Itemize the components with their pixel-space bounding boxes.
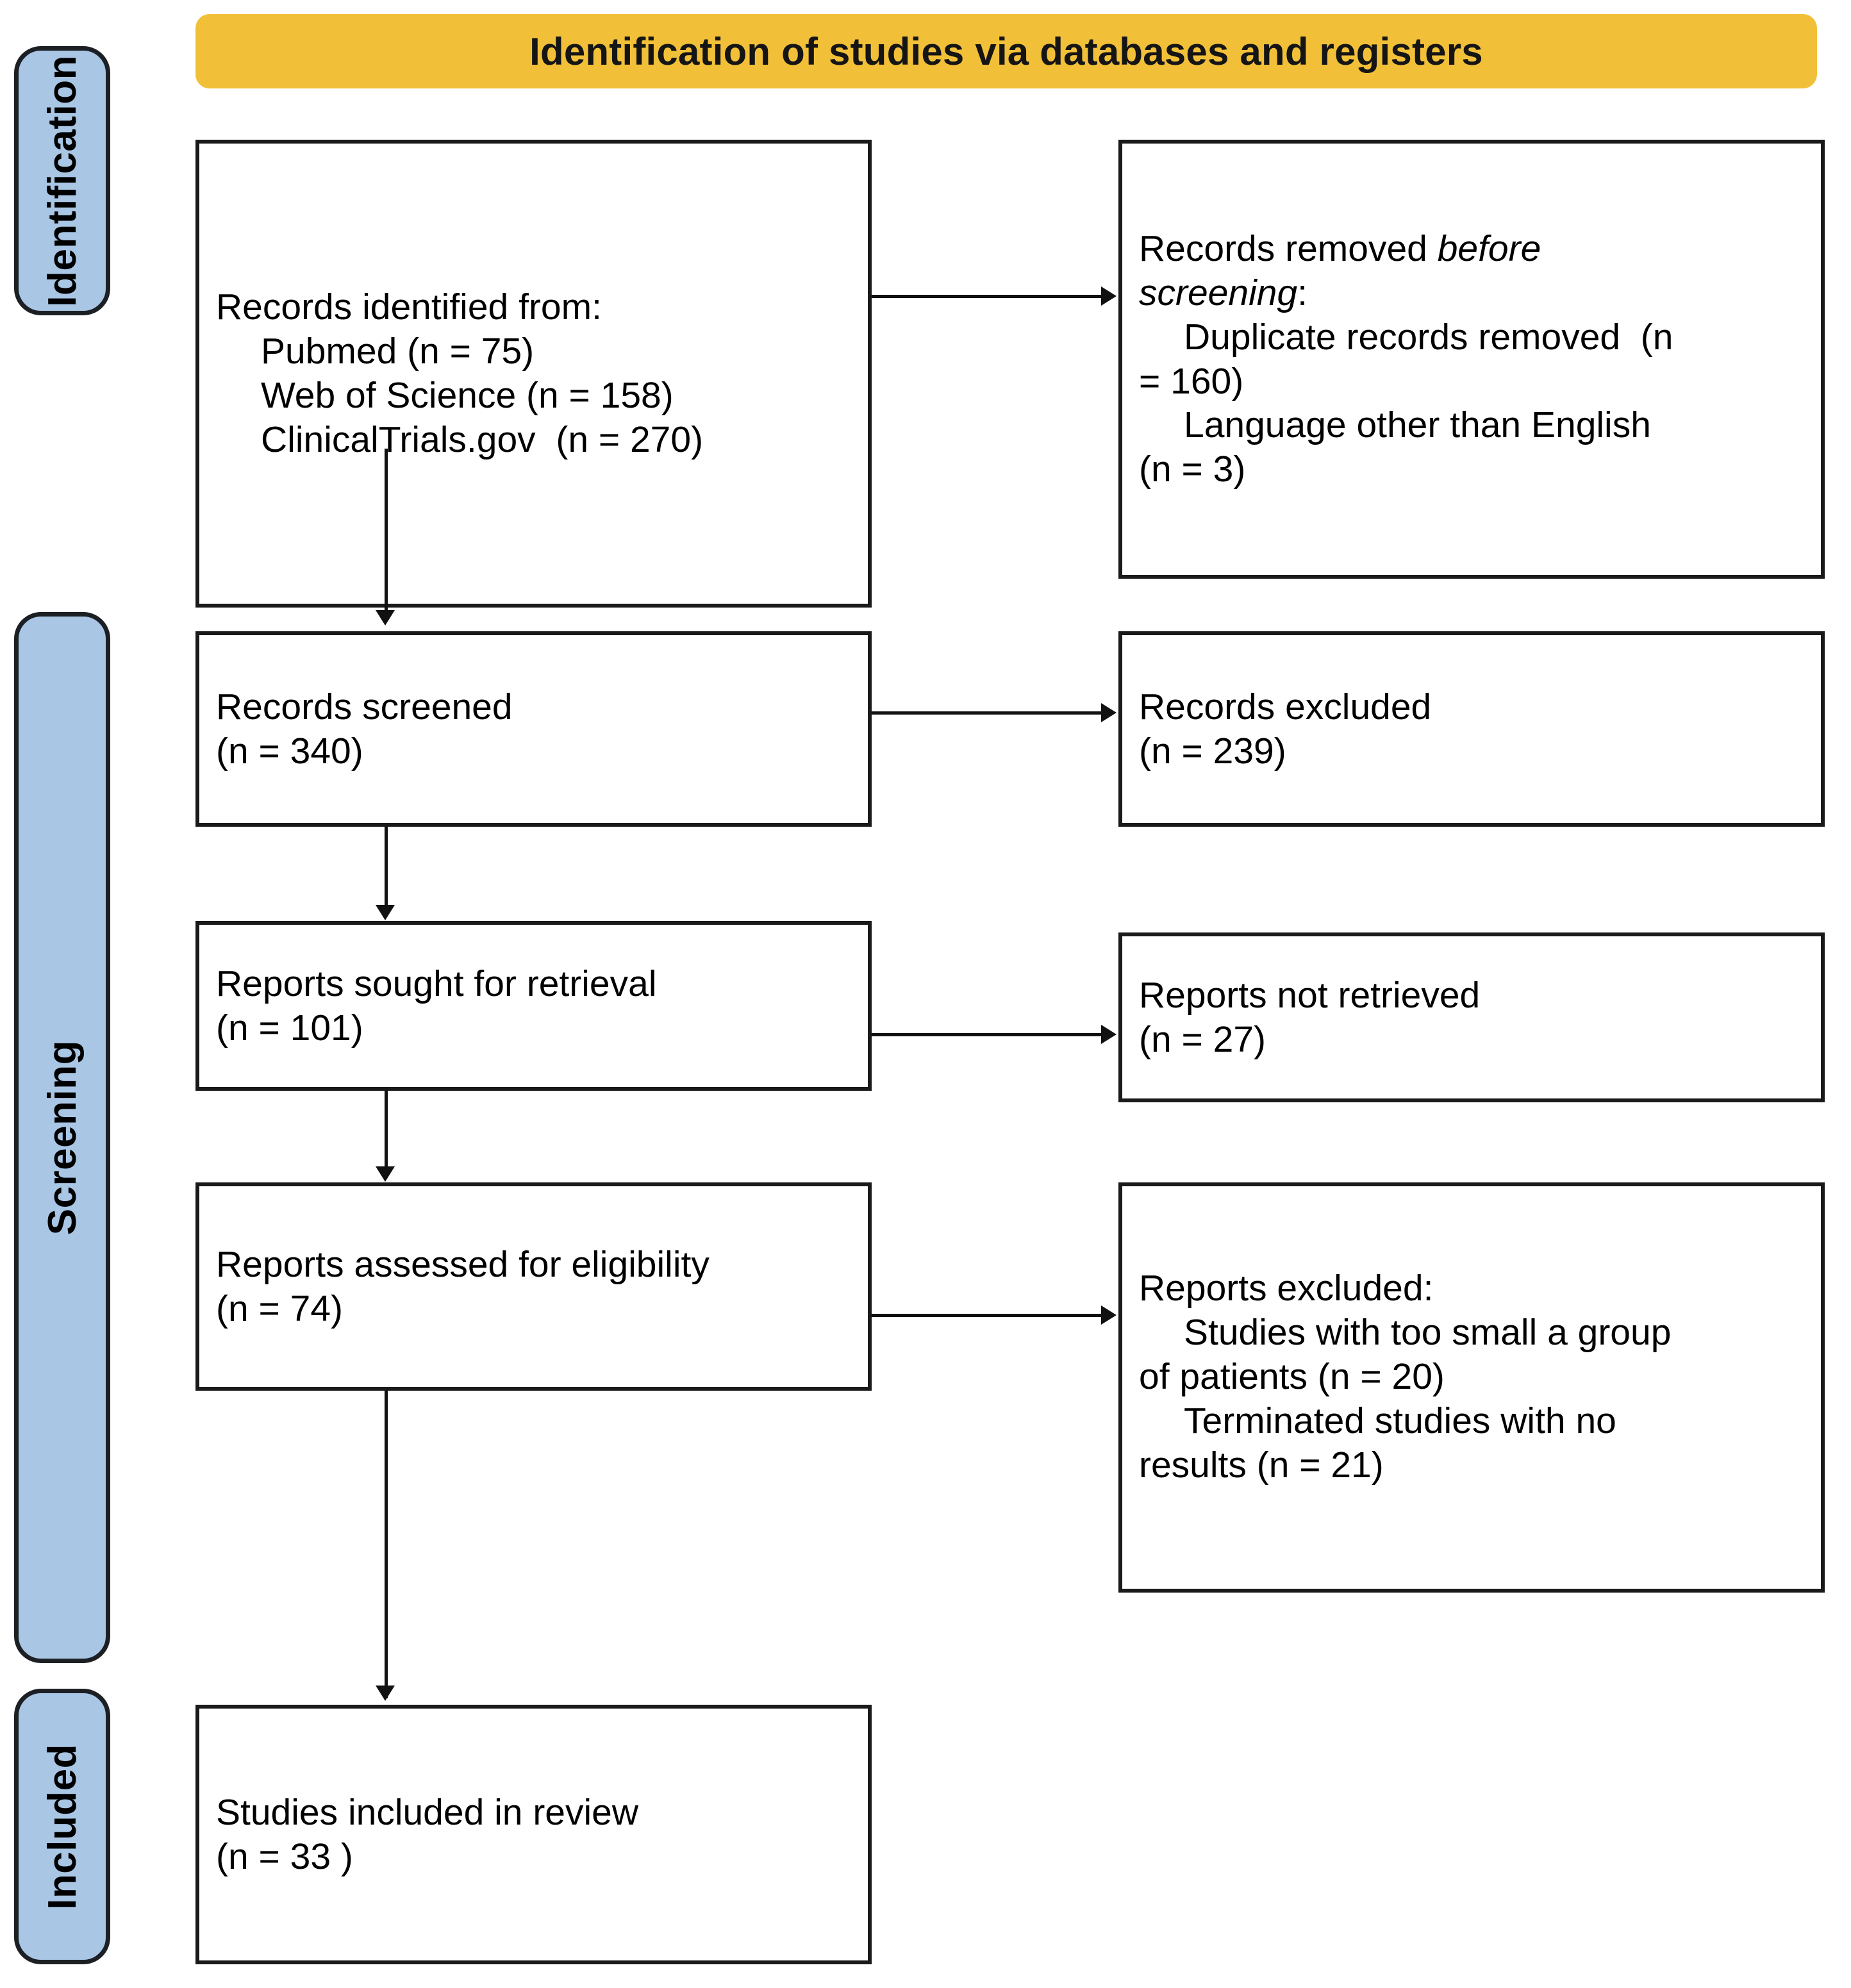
box-reports-sought-for-retrieval: Reports sought for retrieval (n = 101) bbox=[195, 921, 872, 1091]
records-removed-line-5: Language other than English bbox=[1184, 404, 1651, 446]
records-excluded-line-2: (n = 239) bbox=[1139, 730, 1286, 772]
connector-identified-to-screened-stem bbox=[385, 449, 388, 610]
reports-assessed-line-2: (n = 74) bbox=[216, 1288, 344, 1329]
records-removed-line-2: screening: bbox=[1139, 271, 1804, 315]
connector-screened-to-sought bbox=[385, 827, 388, 916]
box-reports-assessed-for-eligibility: Reports assessed for eligibility (n = 74… bbox=[195, 1182, 872, 1391]
arrowhead-identified-to-screened bbox=[376, 610, 395, 625]
box-studies-included-in-review: Studies included in review (n = 33 ) bbox=[195, 1705, 872, 1964]
records-screened-line-2: (n = 340) bbox=[216, 730, 363, 772]
records-excluded-line-1: Records excluded bbox=[1139, 686, 1432, 727]
connector-identified-to-removed bbox=[872, 295, 1102, 298]
records-identified-line-3: Web of Science (n = 158) bbox=[261, 375, 674, 416]
records-identified-line-1: Records identified from: bbox=[216, 286, 602, 328]
diagram-title-banner: Identification of studies via databases … bbox=[195, 14, 1817, 88]
arrowhead-screened-to-sought bbox=[376, 905, 395, 920]
records-removed-line-2-plain: : bbox=[1297, 272, 1307, 313]
connector-screened-to-excluded bbox=[872, 711, 1102, 715]
reports-excluded-line-3: of patients (n = 20) bbox=[1139, 1355, 1445, 1397]
records-removed-line-6: (n = 3) bbox=[1139, 449, 1246, 490]
arrowhead-assessed-to-included bbox=[376, 1686, 395, 1701]
box-records-removed-before-screening: Records removed before screening: Duplic… bbox=[1118, 140, 1825, 579]
records-removed-line-2-italic: screening bbox=[1139, 272, 1298, 313]
diagram-title-text: Identification of studies via databases … bbox=[529, 29, 1483, 73]
arrowhead-screened-to-excluded bbox=[1101, 703, 1116, 722]
records-removed-line-1-italic: before bbox=[1437, 228, 1541, 269]
stage-label-included: Included bbox=[14, 1689, 110, 1964]
connector-sought-to-assessed bbox=[385, 1091, 388, 1177]
box-records-excluded: Records excluded (n = 239) bbox=[1118, 631, 1825, 827]
arrowhead-sought-to-not-retrieved bbox=[1101, 1025, 1116, 1044]
stage-label-included-text: Included bbox=[40, 1743, 85, 1910]
reports-sought-line-2: (n = 101) bbox=[216, 1007, 363, 1048]
connector-sought-to-not-retrieved bbox=[872, 1033, 1102, 1036]
connector-assessed-to-included bbox=[385, 1391, 388, 1698]
reports-excluded-line-2: Studies with too small a group bbox=[1184, 1311, 1672, 1353]
reports-excluded-line-1: Reports excluded: bbox=[1139, 1268, 1434, 1309]
reports-excluded-line-5: results (n = 21) bbox=[1139, 1444, 1384, 1486]
arrowhead-sought-to-assessed bbox=[376, 1166, 395, 1182]
stage-label-identification: Identification bbox=[14, 46, 110, 315]
records-removed-line-4: = 160) bbox=[1139, 360, 1244, 402]
records-removed-line-3: Duplicate records removed (n bbox=[1184, 316, 1673, 358]
records-removed-line-1-plain: Records removed bbox=[1139, 228, 1438, 269]
stage-label-screening: Screening bbox=[14, 612, 110, 1663]
stage-label-screening-text: Screening bbox=[40, 1040, 85, 1236]
studies-included-line-2: (n = 33 ) bbox=[216, 1835, 353, 1877]
box-records-screened: Records screened (n = 340) bbox=[195, 631, 872, 827]
records-screened-line-1: Records screened bbox=[216, 686, 513, 727]
records-identified-line-4: ClinicalTrials.gov (n = 270) bbox=[261, 418, 704, 460]
arrowhead-identified-to-removed bbox=[1101, 286, 1116, 306]
connector-assessed-to-reports-excluded bbox=[872, 1314, 1102, 1317]
reports-not-retrieved-line-1: Reports not retrieved bbox=[1139, 974, 1481, 1016]
studies-included-line-1: Studies included in review bbox=[216, 1791, 639, 1833]
stage-label-identification-text: Identification bbox=[40, 54, 85, 307]
box-records-identified: Records identified from: Pubmed (n = 75)… bbox=[195, 140, 872, 608]
records-removed-line-1: Records removed before bbox=[1139, 227, 1804, 271]
reports-excluded-line-4: Terminated studies with no bbox=[1184, 1400, 1616, 1441]
arrowhead-assessed-to-reports-excluded bbox=[1101, 1305, 1116, 1325]
box-reports-excluded: Reports excluded: Studies with too small… bbox=[1118, 1182, 1825, 1593]
reports-assessed-line-1: Reports assessed for eligibility bbox=[216, 1243, 710, 1285]
reports-sought-line-1: Reports sought for retrieval bbox=[216, 963, 657, 1004]
records-identified-line-2: Pubmed (n = 75) bbox=[261, 331, 535, 372]
box-reports-not-retrieved: Reports not retrieved (n = 27) bbox=[1118, 932, 1825, 1102]
reports-not-retrieved-line-2: (n = 27) bbox=[1139, 1018, 1266, 1060]
